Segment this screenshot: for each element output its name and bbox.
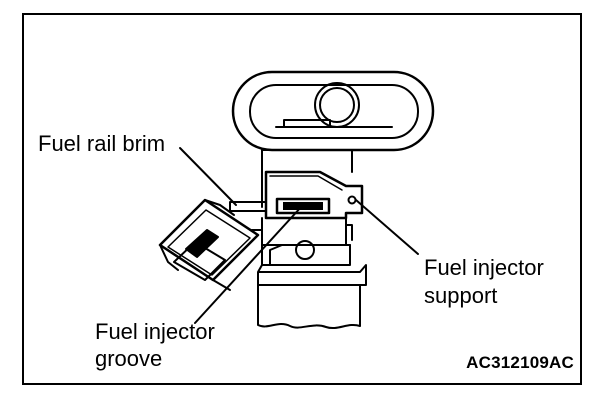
injector-body [251, 217, 367, 286]
injector-lower [257, 284, 361, 329]
label-fuel-injector-groove-line2: groove [95, 346, 163, 371]
label-fuel-rail-brim: Fuel rail brim [38, 131, 166, 156]
label-fuel-injector-support-line2: support [424, 283, 498, 308]
label-fuel-injector-support-line1: Fuel injector [424, 255, 544, 280]
connector-body [261, 149, 353, 208]
side-connector [158, 198, 260, 291]
fuel-injector-support [264, 170, 364, 220]
connector-housing [231, 70, 435, 152]
leader-lines [179, 147, 419, 324]
figure-code: AC312109AC [466, 353, 574, 372]
label-fuel-injector-groove-line1: Fuel injector [95, 319, 215, 344]
